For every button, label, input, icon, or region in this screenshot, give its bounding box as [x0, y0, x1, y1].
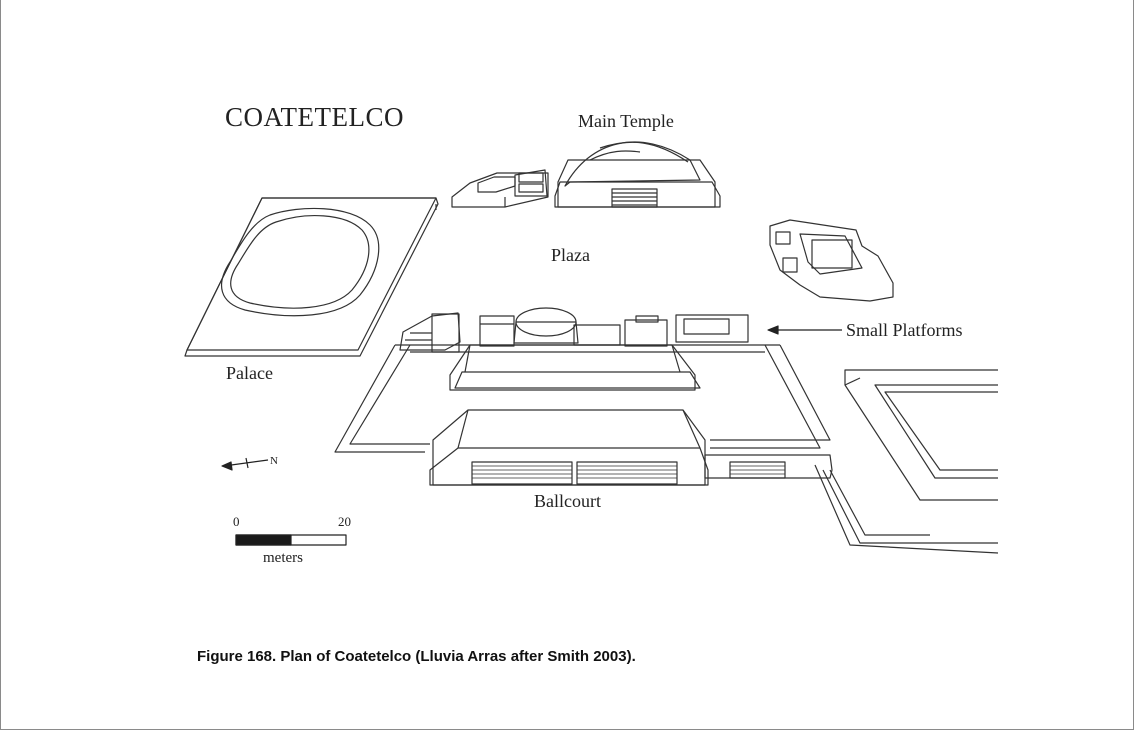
label-small-platforms: Small Platforms	[846, 320, 963, 340]
main-temple-structure	[451, 141, 721, 208]
label-plaza: Plaza	[551, 245, 590, 265]
figure-caption: Figure 168. Plan of Coatetelco (Lluvia A…	[197, 648, 636, 665]
scale-bar	[235, 534, 347, 546]
north-arrow-icon	[221, 457, 269, 471]
ballcourt-structure	[429, 409, 833, 486]
scale-start-label: 0	[233, 514, 240, 529]
small-platforms-row	[399, 307, 749, 353]
label-palace: Palace	[226, 363, 273, 383]
central-long-mound	[449, 344, 701, 391]
site-title: COATETELCO	[225, 102, 404, 132]
label-ballcourt: Ballcourt	[534, 491, 601, 511]
southern-causeway	[814, 464, 999, 554]
small-platforms-arrow	[767, 325, 842, 335]
small-platform-northeast	[769, 219, 894, 302]
scale-end-label: 20	[338, 514, 351, 529]
scale-unit-label: meters	[263, 550, 303, 566]
palace-structure	[184, 197, 439, 357]
north-arrow-label: N	[270, 455, 278, 467]
label-main-temple: Main Temple	[578, 111, 674, 131]
eastern-large-platform	[844, 369, 998, 501]
plaza-enclosure-walls	[334, 344, 831, 453]
